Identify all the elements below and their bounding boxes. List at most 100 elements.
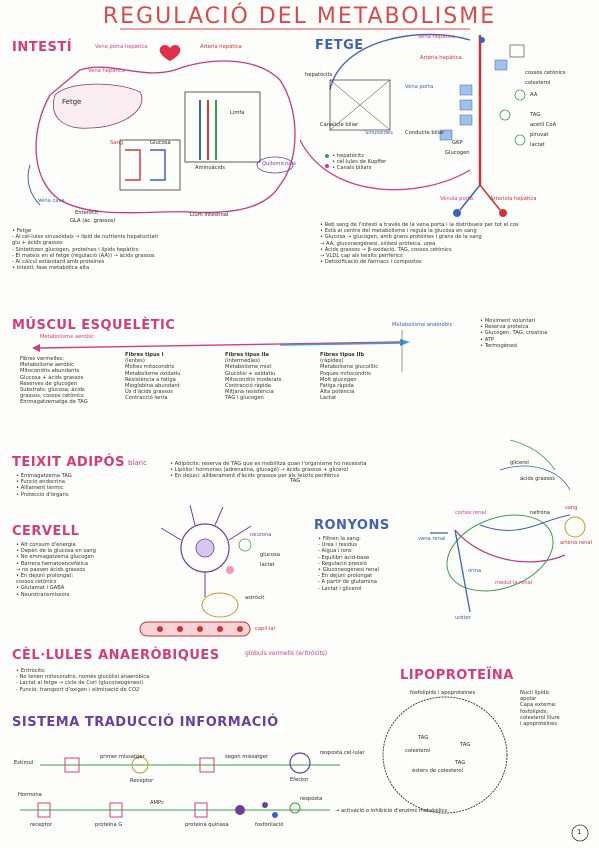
intesti-aminoacids-label: Aminoàcids: [195, 165, 225, 171]
page-number: 1: [577, 828, 582, 836]
ronyons-medulla-label: medul·la renal: [495, 580, 533, 586]
fetge-note: • Detoxificació de fàrmacs i compostos: [320, 259, 422, 266]
teixit-note: • En dejuni: alliberament d'àcids grasso…: [170, 473, 340, 480]
intesti-limfa-label: Limfa: [230, 110, 245, 116]
teixit-right-notes: • Adipòcits: reserva de TAG que es mobil…: [170, 461, 490, 480]
fetge-legend-item: • Canals biliars: [332, 165, 372, 172]
fiber-line: Glucòlisi + oxidatiu: [225, 370, 276, 377]
ronyons-note: • Gluconeogènesi renal: [318, 567, 380, 574]
muscul-right-notes: • Moviment voluntari • Reserva proteica …: [480, 318, 547, 349]
fiber-line: Metabolisme oxidatiu: [125, 370, 181, 377]
muscul-left-notes: Fibres vermelles: Metabolisme aeròbic Mi…: [20, 356, 88, 406]
cervell-heading: CERVELL: [12, 524, 80, 539]
fetge-venula-label: Vènula porta: [440, 196, 473, 202]
teixit-ag-label: àcids grassos: [520, 476, 556, 482]
teixit-tag-label: TAG: [290, 478, 301, 484]
fiber-line: Moltes mitocondris: [125, 364, 175, 371]
fetge-sinusoides-label: Sinusoides: [365, 130, 393, 136]
fiber-name: Fibres tipus IIb: [320, 352, 365, 358]
intesti-glucosa-label: Glucosa: [150, 140, 171, 146]
fiber-line: Metabolisme mixt: [225, 364, 272, 371]
ronyons-note: - Regulació pressió: [318, 560, 367, 567]
sistema-row2-item: proteïna quinasa: [185, 822, 229, 828]
fetge-note: → VLDL cap als teixits perifèrics: [320, 253, 403, 260]
intesti-heading: INTESTÍ: [12, 40, 73, 55]
lipo-shell-label: fosfolípids i apoproteïnes: [410, 690, 476, 696]
fetge-note: → AA, gluconeogènesi, síntesi proteica, …: [320, 240, 436, 247]
intesti-note: - El mateix en el fetge (regulació (AA))…: [12, 252, 155, 259]
cervell-note: • Barrera hematoencefàlica: [16, 560, 89, 567]
sistema-row1-item: segon missatger: [225, 754, 269, 760]
teixit-note: • Aïllament tèrmic: [16, 485, 64, 492]
cervell-note: • Alt consum d'energia: [16, 542, 76, 548]
sistema-footer: → activació o inhibició d'enzims metabòl…: [335, 808, 448, 814]
cervell-note: • No emmagatzema glucogen: [16, 554, 95, 561]
intesti-quilomicrons-label: Quilomicrons: [262, 161, 296, 167]
teixit-heading-extra: blanc: [128, 459, 147, 467]
cervell-note: • En dejuni prolongat:: [16, 573, 74, 580]
teixit-note: • Lipòlisi: hormones (adrenalina, glucag…: [170, 467, 348, 474]
teixit-note: • Funció endocrina: [16, 479, 65, 486]
muscul-aerobic-label: Metabolisme aeròbic: [40, 334, 94, 340]
fiber-sub: (intermèdies): [225, 358, 260, 365]
ronyons-note: - En dejuni prolongat: [318, 573, 373, 580]
intesti-loop: [35, 60, 296, 214]
cervell-note: cossos cetònics: [16, 579, 57, 586]
ronyons-heading: RONYONS: [314, 518, 390, 533]
fiber-line: Mitjana resistència: [225, 389, 274, 396]
muscul-note: grassos, cossos cetònics: [20, 393, 84, 400]
sistema-row2-item: AMPc: [150, 800, 165, 806]
cervell-note: → no passen àcids grassos: [16, 566, 86, 573]
lipo-note: colesterol lliure: [520, 714, 560, 721]
muscul-fiber-1: Fibres tipus I (lentes) Moltes mitocondr…: [125, 352, 181, 402]
intesti-enterocit-label: Enteròcit: [75, 210, 99, 216]
muscul-note: Emmagatzematge de TAG: [20, 399, 88, 406]
fetge-g6p-label: G6P: [452, 140, 463, 146]
cervell-note: • Depèn de la glucosa en sang: [16, 548, 96, 555]
fetge-note: • Àcids grassos → β-oxidació, TAG, cosso…: [320, 246, 452, 253]
muscul-note: Mitocondris abundants: [20, 368, 80, 375]
lipo-right-notes: Nucli lipídic apolar Capa externa: fosfo…: [520, 690, 560, 727]
fetge-glucogen-label: Glucogen: [445, 150, 470, 156]
fetge-arteriola-label: Arteriola hepàtica: [490, 196, 537, 202]
cervell-capillar-label: capil·lar: [255, 626, 276, 632]
teixit-note: • Protecció d'òrgans: [16, 491, 69, 498]
sistema-row1-item: Receptor: [130, 778, 154, 784]
muscul-note: • Moviment voluntari: [480, 318, 536, 324]
intesti-arteria-label: Artèria hepàtica: [200, 44, 242, 50]
lipo-note: fosfolípids,: [520, 708, 548, 715]
fetge-heading: FETGE: [315, 38, 364, 53]
lipo-note: i apoproteïnes: [520, 721, 558, 728]
lipo-core-item: TAG: [455, 760, 466, 766]
fetge-note: • Reb sang de l'intestí a través de la v…: [320, 222, 519, 228]
muscul-note: • ATP: [480, 336, 495, 343]
heart-icon: [159, 45, 181, 61]
sistema-row2-item: fosforilació: [255, 822, 284, 828]
cervell-neurona-label: neurona: [250, 532, 272, 538]
intesti-note: - Al càlcul estàndard amb proteïnes: [12, 259, 105, 266]
ronyons-orina-label: orina: [468, 568, 482, 574]
fetge-legend-item: • cèl·lules de Kupffer: [332, 159, 387, 166]
sistema-row1-item: Estímul: [14, 760, 34, 766]
fiber-line: Mioglobina abundant: [125, 383, 180, 390]
fetge-vena-hepatica-label: Vena hepàtica: [418, 34, 455, 40]
teixit-glicerol-label: glicerol: [510, 460, 529, 466]
fetge-legend-item: • hepatòcits: [332, 153, 364, 159]
muscul-note: Substrats: glucosa, àcids: [20, 387, 85, 394]
muscul-note: • Reserva proteica: [480, 324, 529, 331]
ronyons-arteria-label: artèria renal: [560, 540, 593, 546]
ronyons-note: • Filtren la sang:: [318, 536, 361, 542]
ronyons-vena-label: vena renal: [418, 536, 446, 542]
intesti-note: - Sintetitzen glucògen, proteïnes i lípi…: [12, 246, 139, 253]
lipo-note: Capa externa:: [520, 702, 557, 709]
muscul-note: • Glucogen, TAG, creatina: [480, 330, 548, 337]
fetge-note: • Està al centre del metabolisme i regul…: [320, 228, 477, 235]
celules-note: - Funció: transport d'oxigen i eliminaci…: [16, 686, 140, 693]
fiber-line: Molt glucogen: [320, 376, 357, 383]
intesti-note: • Fetge: [12, 228, 32, 234]
teixit-note: • Emmagatzema TAG: [16, 473, 72, 479]
arteria-dot: [499, 209, 507, 217]
lipo-core-item: TAG: [460, 742, 471, 748]
sistema-row2-item: resposta: [300, 796, 323, 802]
